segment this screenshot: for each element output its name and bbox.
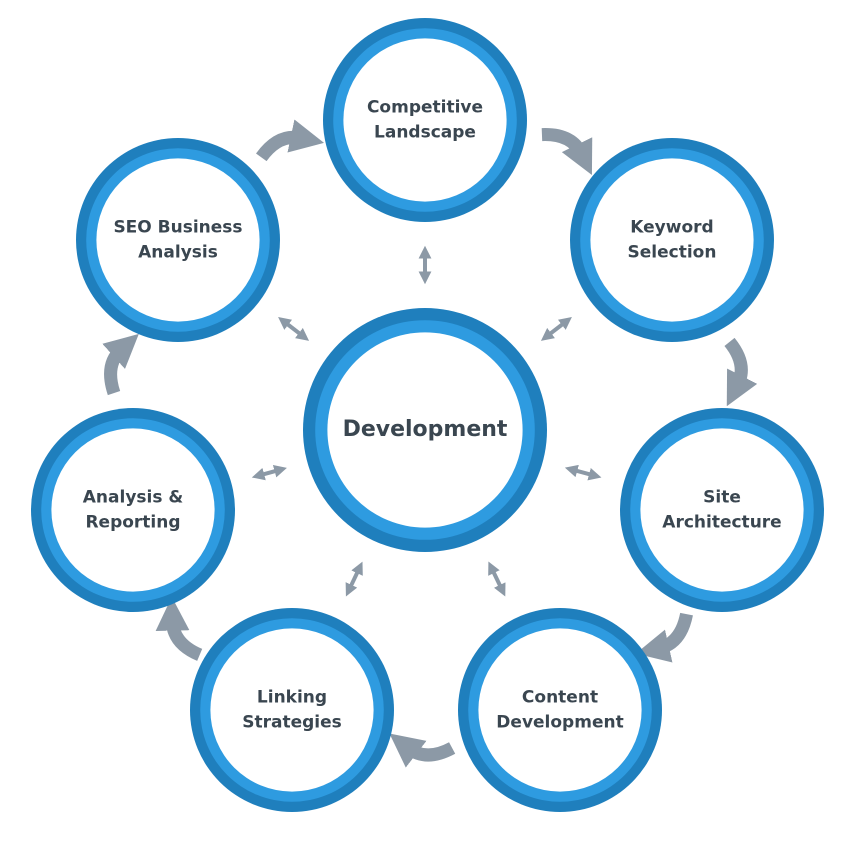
cycle-arrow-competitive-landscape-to-keyword-selection [541, 128, 593, 176]
cycle-arrow-content-development-to-linking-strategies [389, 733, 456, 768]
spoke-arrow-analysis-reporting [251, 465, 287, 481]
node-face [210, 628, 374, 792]
node-label: Competitive [367, 98, 483, 118]
nodes: CompetitiveLandscapeKeywordSelectionSite… [31, 18, 824, 812]
cycle-arrow-seo-business-analysis-to-competitive-landscape [256, 119, 325, 162]
node-face [343, 38, 507, 202]
spoke-arrow-keyword-selection [540, 316, 572, 341]
node-label: Linking [257, 688, 327, 708]
spoke-arrow-site-architecture [564, 464, 602, 481]
node-label: Analysis [138, 242, 218, 262]
node-face [96, 158, 260, 322]
node-label: Reporting [85, 512, 180, 532]
node-analysis-reporting: Analysis & Reporting [31, 408, 235, 612]
cycle-arrow-analysis-reporting-to-seo-business-analysis [102, 333, 139, 396]
node-label: Selection [628, 242, 717, 262]
node-face [327, 332, 523, 528]
node-face [51, 428, 215, 592]
node-label: Strategies [242, 712, 342, 732]
node-label: Development [343, 417, 508, 442]
node-label: Landscape [374, 122, 476, 142]
cycle-arrow-linking-strategies-to-analysis-reporting [155, 596, 203, 661]
spoke-arrows [251, 245, 602, 597]
cycle-arrows [102, 119, 758, 768]
node-label: Content [522, 688, 598, 708]
node-label: Keyword [630, 218, 713, 238]
spoke-arrow-seo-business-analysis [278, 316, 310, 341]
node-face [640, 428, 804, 592]
cycle-arrow-keyword-selection-to-site-architecture [724, 337, 758, 407]
node-label: Site [703, 488, 741, 508]
node-development: Development [303, 308, 547, 552]
node-label: SEO Business [113, 218, 242, 238]
node-label: Architecture [662, 512, 781, 532]
spoke-arrow-linking-strategies [345, 561, 363, 597]
node-face [478, 628, 642, 792]
node-face [590, 158, 754, 322]
node-label: Development [496, 712, 623, 732]
spoke-arrow-content-development [488, 561, 506, 597]
node-label: Analysis & [83, 488, 184, 508]
cycle-arrow-site-architecture-to-content-development [635, 612, 693, 663]
